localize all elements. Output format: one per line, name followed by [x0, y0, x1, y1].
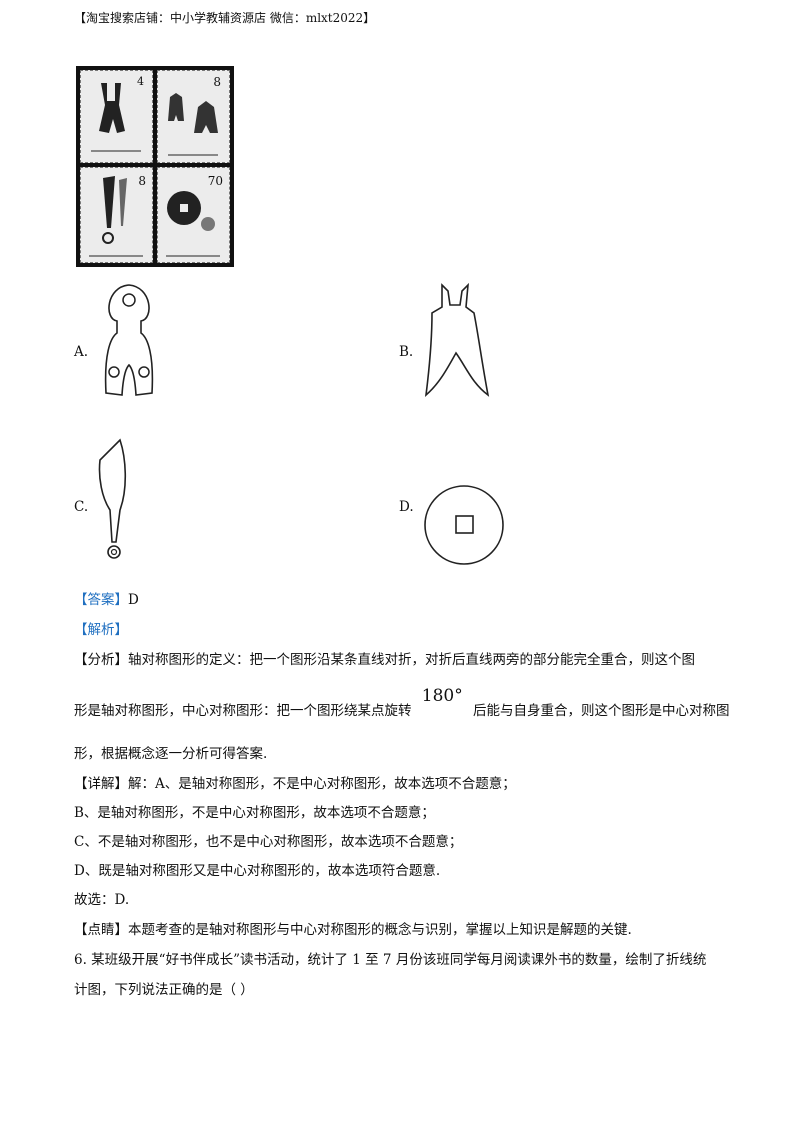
fenxi-line3: 形，根据概念逐一分析可得答案. [74, 746, 268, 762]
stamp-spade-coin: 4 [80, 70, 153, 163]
answer-line: 【答案】D [74, 590, 139, 610]
round-coin-icon [166, 191, 220, 257]
option-a-spade-coin-icon [104, 284, 154, 396]
stamp-value: 8 [138, 174, 146, 188]
option-b-label: B. [399, 344, 414, 360]
xiangjie-line5: 故选：D. [74, 892, 130, 908]
xiangjie-line2: B、是轴对称图形，不是中心对称图形，故本选项不合题意； [74, 805, 435, 821]
option-d-label: D. [399, 499, 414, 515]
fenxi-text-2b: 后能与自身重合，则这个图形是中心对称图 [473, 703, 730, 719]
option-c-knife-coin-icon [98, 438, 127, 559]
stamp-value: 8 [213, 75, 221, 89]
option-d-round-coin-icon [424, 485, 504, 565]
fenxi-line1: 【分析】轴对称图形的定义：把一个图形沿某条直线对折，对折后直线两旁的部分能完全重… [74, 650, 695, 670]
page-header: 【淘宝搜索店铺：中小学教辅资源店 微信：mlxt2022】 [74, 11, 376, 25]
xiangjie-line1: 【详解】解：A、是轴对称图形，不是中心对称图形，故本选项不合题意； [74, 774, 516, 794]
dianjing-tag: 【点睛】 [74, 922, 128, 938]
xiangjie-text-1: 解：A、是轴对称图形，不是中心对称图形，故本选项不合题意； [128, 776, 516, 792]
q6-line2: 计图，下列说法正确的是（ ） [74, 982, 254, 998]
stamp-round-coin: 70 [157, 167, 230, 263]
option-b-spade-coin-icon [424, 282, 490, 397]
knife-coin-icon [89, 176, 143, 257]
option-a-label: A. [74, 344, 89, 360]
stamps-image: 4 8 8 70 [76, 66, 234, 267]
rotation-angle: 180° [421, 686, 463, 706]
dianjing-line: 【点睛】本题考查的是轴对称图形与中心对称图形的概念与识别，掌握以上知识是解题的关… [74, 920, 632, 940]
answer-tag: 【答案】 [74, 592, 128, 608]
answer-value: D [128, 592, 139, 608]
analysis-tag: 【解析】 [74, 622, 128, 638]
two-spades-icon [168, 93, 218, 156]
fenxi-tag: 【分析】 [74, 652, 128, 668]
stamp-value: 70 [207, 174, 223, 188]
stamp-two-spades: 8 [157, 70, 230, 163]
xiangjie-line3: C、不是轴对称图形，也不是中心对称图形，故本选项不合题意； [74, 834, 463, 850]
fenxi-line2: 形是轴对称图形，中心对称图形：把一个图形绕某点旋转 180° 后能与自身重合，则… [74, 686, 730, 721]
stamp-knife-coin: 8 [80, 167, 153, 263]
option-c-label: C. [74, 499, 89, 515]
fenxi-text-2a: 形是轴对称图形，中心对称图形：把一个图形绕某点旋转 [74, 703, 412, 719]
xiangjie-tag: 【详解】 [74, 776, 128, 792]
xiangjie-line4: D、既是轴对称图形又是中心对称图形的，故本选项符合题意. [74, 863, 441, 879]
q6-line1: 6. 某班级开展“好书伴成长”读书活动，统计了 1 至 7 月份该班同学每月阅读… [74, 952, 707, 968]
stamp-value: 4 [137, 75, 144, 88]
fenxi-text-1: 轴对称图形的定义：把一个图形沿某条直线对折，对折后直线两旁的部分能完全重合，则这… [128, 652, 695, 668]
spade-coin-icon [91, 83, 141, 152]
dianjing-text: 本题考查的是轴对称图形与中心对称图形的概念与识别，掌握以上知识是解题的关键. [128, 922, 632, 938]
